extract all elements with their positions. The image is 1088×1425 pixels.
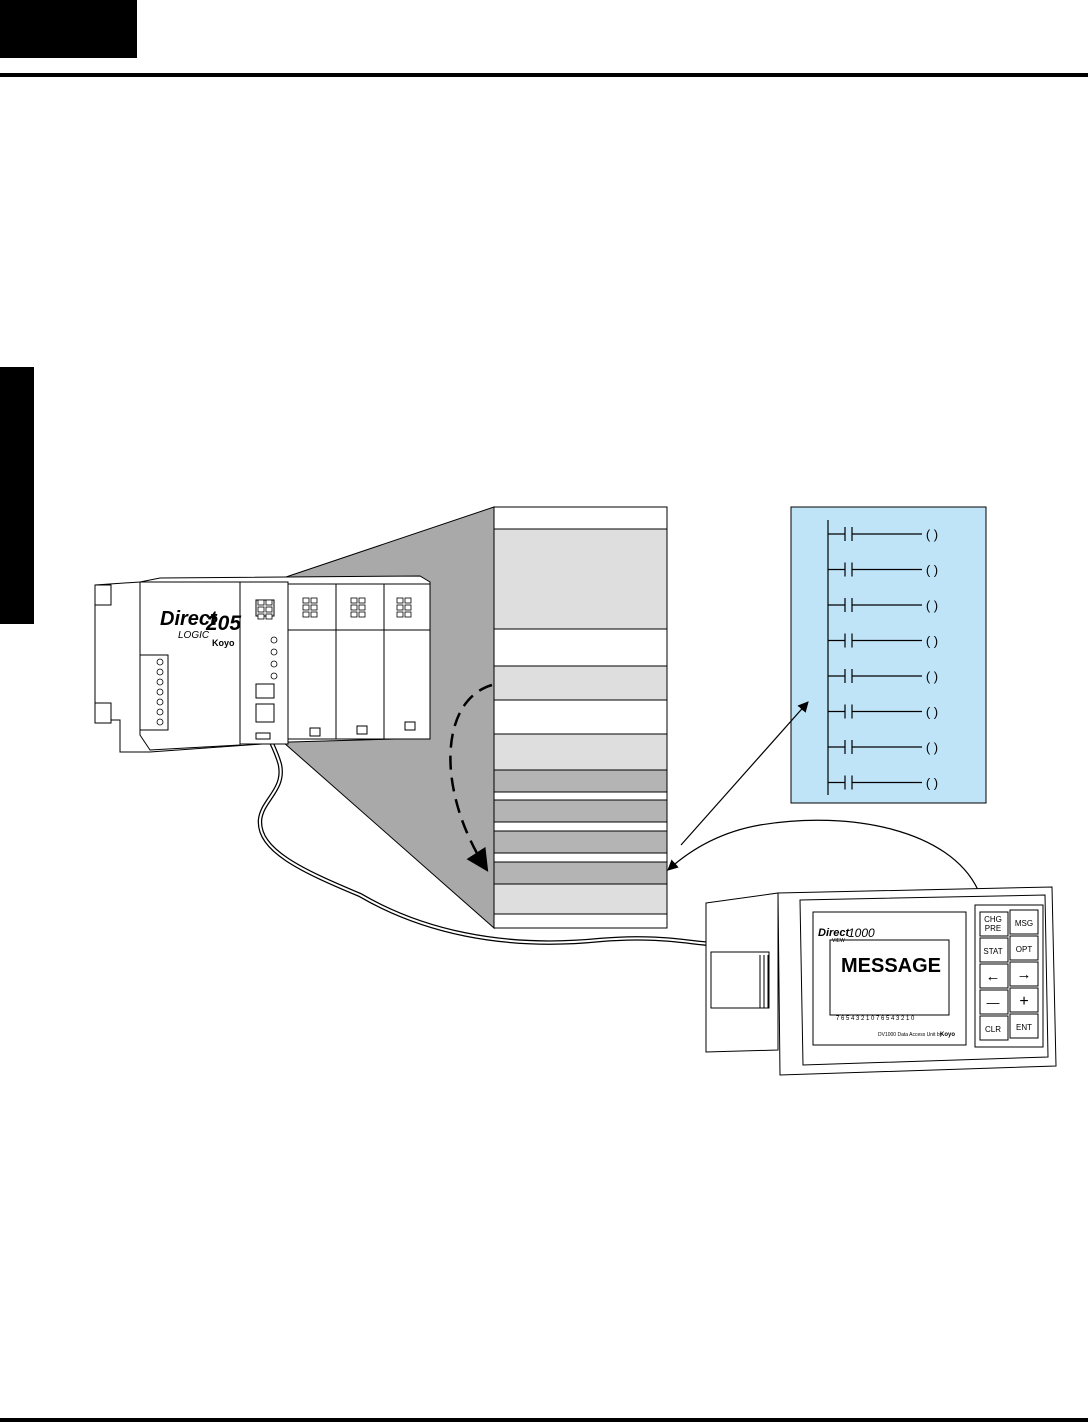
cpu-led [270,672,278,680]
key-msg-label: MSG [1015,919,1033,928]
terminal-screw [156,668,164,676]
terminal-screw [156,718,164,726]
io-status-led [358,611,366,618]
plc-model-number: 205 [205,612,241,635]
dv1000-key[interactable] [1009,1013,1039,1039]
dv1000-bit-numbers: 7 6 5 4 3 2 1 0 7 6 5 4 3 2 1 0 [836,1016,915,1022]
io-status-led [310,597,318,604]
io-status-led [396,611,404,618]
cpu-status-leds [270,636,278,680]
io-status-led [265,606,273,613]
io-status-led [350,611,358,618]
key-right-label: → [1017,966,1032,983]
ladder-coil: ( ) [926,776,938,791]
ladder-logic-window: ( ) ( ) ( ) ( ) ( ) ( ) ( ) ( ) [790,506,987,804]
terminal-screw [156,698,164,706]
memory-ladder-arrow [680,701,809,846]
io-status-led [302,611,310,618]
plc-module-led-grids [257,597,412,620]
ladder-coil: ( ) [926,740,938,755]
chapter-tab-block [0,0,137,58]
cpu-led [270,648,278,656]
dv1000-brand-logo: Direct [818,927,851,939]
io-status-led [404,597,412,604]
key-stat-label: STAT [983,947,1002,956]
io-status-led [257,613,265,620]
ladder-coil: ( ) [926,563,938,578]
io-status-led [265,599,273,606]
ladder-rung: ( ) [828,562,938,578]
io-status-led [302,604,310,611]
ladder-rung: ( ) [828,704,938,720]
dv1000-key[interactable] [1009,961,1039,987]
io-status-led [404,604,412,611]
key-opt-label: OPT [1016,945,1033,954]
plc-brand-logo: Direct [160,608,218,630]
ladder-coil: ( ) [926,527,938,542]
dv1000-display-message: MESSAGE [841,955,941,977]
cpu-led [270,660,278,668]
key-minus-label: — [987,995,1000,1010]
io-status-led [404,611,412,618]
dv1000-model: 1000 [848,926,875,940]
dv1000-to-memory-arrow [667,819,979,891]
dv1000-footer-text: DV1000 Data Access Unit by [878,1032,943,1038]
dv1000-key[interactable] [1009,987,1039,1013]
io-status-led [302,597,310,604]
dv1000-key[interactable] [1009,935,1039,961]
dv1000-key[interactable] [979,963,1009,989]
io-status-led [350,604,358,611]
dv1000-key[interactable] [979,937,1009,963]
ladder-rung: ( ) [828,527,938,542]
ladder-rung: ( ) [828,740,938,755]
ladder-rung: ( ) [828,633,938,649]
key-chg-pre-label-1: CHG [984,915,1002,924]
ladder-coil: ( ) [926,634,938,649]
key-chg-pre-label-2: PRE [985,924,1001,933]
key-clr-label: CLR [985,1025,1001,1034]
ladder-rung: ( ) [828,775,938,791]
ladder-rung: ( ) [828,669,938,684]
plc-maker-logo: Koyo [212,638,235,648]
plc-model-word: LOGIC [178,630,210,641]
ladder-coil: ( ) [926,705,938,720]
io-status-led [396,597,404,604]
terminal-screw [156,658,164,666]
dv1000-footer-maker: Koyo [940,1032,955,1038]
memory-map [493,506,668,929]
io-status-led [358,597,366,604]
dv1000-key[interactable] [1009,909,1039,935]
ladder-rung: ( ) [828,598,938,613]
ladder-coil: ( ) [926,669,938,684]
io-status-led [257,599,265,606]
footer-rule [0,1418,1088,1422]
io-status-led [358,604,366,611]
io-status-led [396,604,404,611]
cpu-led [270,636,278,644]
terminal-screw [156,688,164,696]
io-status-led [265,613,273,620]
io-status-led [310,604,318,611]
key-left-label: ← [986,968,1001,985]
terminal-screw [156,678,164,686]
key-plus-label: + [1019,993,1028,1010]
side-thumb-tab [0,367,34,624]
io-status-led [310,611,318,618]
dv1000-key[interactable] [979,989,1009,1015]
io-status-led [350,597,358,604]
dv1000-key[interactable] [979,1015,1009,1041]
dv1000-keypad [979,909,1039,1041]
key-ent-label: ENT [1016,1023,1032,1032]
ladder-coil: ( ) [926,598,938,613]
dv1000-sub-logo: VIEW [832,938,845,944]
io-status-led [257,606,265,613]
header-rule [0,73,1088,77]
plc-rack [94,575,431,753]
terminal-screw [156,708,164,716]
dv1000-key[interactable] [979,911,1009,937]
